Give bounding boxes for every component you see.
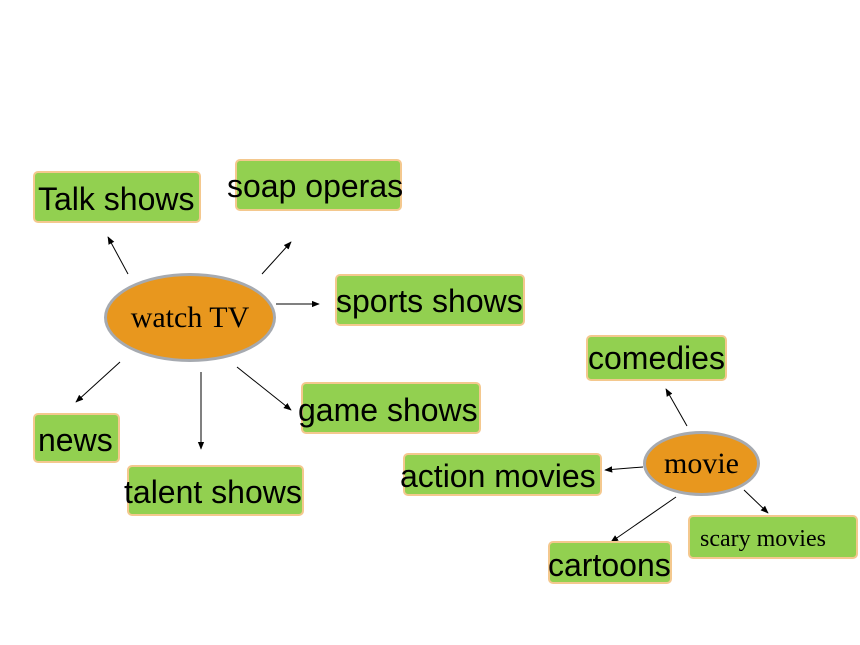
node-talk-shows-label: Talk shows xyxy=(38,181,195,217)
node-cartoons: cartoons xyxy=(548,541,672,584)
node-news-label: news xyxy=(38,422,113,458)
node-soap-operas-label: soap operas xyxy=(227,168,404,204)
node-talent-shows-label: talent shows xyxy=(124,474,302,510)
node-scary-movies: scary movies xyxy=(688,515,858,559)
arrow-to-news xyxy=(75,361,121,403)
hub-watch-tv-label: watch TV xyxy=(130,300,250,334)
node-sports-shows: sports shows xyxy=(335,274,525,326)
node-news: news xyxy=(33,413,120,463)
node-talent-shows: talent shows xyxy=(124,465,304,516)
node-talk-shows: Talk shows xyxy=(33,171,201,223)
node-game-shows-label: game shows xyxy=(298,392,478,428)
node-scary-movies-label: scary movies xyxy=(700,526,826,552)
node-action-movies: action movies xyxy=(400,453,602,496)
arrow-to-talk-shows xyxy=(107,236,129,275)
hub-watch-tv: watch TV xyxy=(104,273,276,362)
node-sports-shows-label: sports shows xyxy=(336,283,523,319)
node-game-shows: game shows xyxy=(298,382,481,434)
hub-movie: movie xyxy=(643,431,760,496)
hub-movie-label: movie xyxy=(664,446,739,480)
node-comedies: comedies xyxy=(586,335,727,381)
node-action-movies-label: action movies xyxy=(400,458,596,494)
arrow-to-game-shows xyxy=(236,366,292,411)
node-soap-operas: soap operas xyxy=(227,159,403,211)
node-cartoons-label: cartoons xyxy=(548,547,671,583)
arrow-to-cartoons xyxy=(610,496,677,543)
arrow-to-comedies xyxy=(665,388,688,427)
arrow-to-action-movies xyxy=(604,466,644,473)
node-comedies-label: comedies xyxy=(588,340,725,376)
arrow-to-soap-operas xyxy=(261,241,292,275)
arrow-to-scary-movies xyxy=(743,489,769,514)
